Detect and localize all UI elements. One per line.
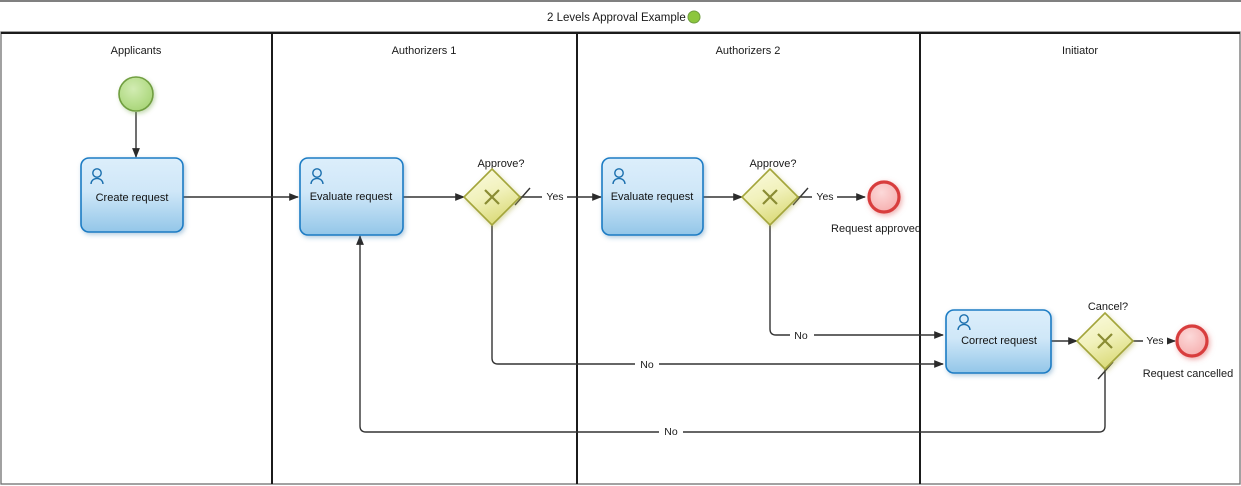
exclusive-gateway-x-icon xyxy=(762,189,778,205)
flow-label-no-2: No xyxy=(794,330,808,342)
task-create-request-label: Create request xyxy=(96,192,169,204)
lane-title-applicants: Applicants xyxy=(111,45,162,57)
default-flow-marker-approve-1 xyxy=(514,187,531,206)
task-evaluate-request-1-box[interactable] xyxy=(299,157,404,236)
start-event-circle[interactable] xyxy=(118,76,154,112)
diagram-title: 2 Levels Approval Example xyxy=(547,12,686,24)
gateway-cancel[interactable]: Cancel? xyxy=(1075,301,1135,371)
flow-label-no-1: No xyxy=(640,359,654,371)
exclusive-gateway-x-icon xyxy=(484,189,500,205)
flow-approve-2-no xyxy=(769,225,944,339)
task-evaluate-request-1[interactable]: Evaluate request xyxy=(299,157,404,236)
end-event-request-approved[interactable]: Request approved xyxy=(831,180,921,235)
end-event-request-cancelled-circle[interactable] xyxy=(1175,324,1209,358)
pool-boundary xyxy=(0,31,1241,485)
flow-label-bg-yes-3 xyxy=(1143,333,1167,348)
lane-title-authorizers-1: Authorizers 1 xyxy=(392,45,457,57)
flow-label-yes-3: Yes xyxy=(1146,335,1163,347)
end-event-request-approved-label: Request approved xyxy=(831,223,921,235)
gateway-approve-1[interactable]: Approve? xyxy=(462,158,525,227)
end-event-request-cancelled[interactable]: Request cancelled xyxy=(1143,324,1234,380)
exclusive-gateway-x-icon xyxy=(1097,333,1113,349)
user-task-icon xyxy=(310,168,324,185)
flow-label-no-3: No xyxy=(664,426,678,438)
end-event-request-approved-circle[interactable] xyxy=(867,180,901,214)
task-evaluate-request-2-label: Evaluate request xyxy=(611,191,694,203)
flow-label-bg-no-3 xyxy=(659,424,683,439)
flow-label-bg-yes-2 xyxy=(812,189,837,204)
user-task-icon xyxy=(90,168,104,185)
task-correct-request-label: Correct request xyxy=(961,335,1037,347)
lane-title-initiator: Initiator xyxy=(1062,45,1098,57)
flow-label-bg-yes-1 xyxy=(542,189,567,204)
task-correct-request-box[interactable] xyxy=(945,309,1052,374)
default-flow-marker-cancel xyxy=(1097,361,1114,380)
lane-title-authorizers-2: Authorizers 2 xyxy=(716,45,781,57)
gateway-approve-2-label: Approve? xyxy=(749,158,796,170)
start-event[interactable] xyxy=(118,76,154,112)
gateway-approve-2[interactable]: Approve? xyxy=(740,158,800,227)
gateway-cancel-label: Cancel? xyxy=(1088,301,1128,313)
task-evaluate-request-1-label: Evaluate request xyxy=(310,191,393,203)
task-evaluate-request-2-box[interactable] xyxy=(601,157,704,236)
flow-approve-1-no xyxy=(491,225,944,368)
flow-label-yes-1: Yes xyxy=(546,191,563,203)
green-circle-icon xyxy=(687,10,701,24)
task-correct-request[interactable]: Correct request xyxy=(945,309,1052,374)
user-task-icon xyxy=(957,314,971,331)
task-create-request-box[interactable] xyxy=(80,157,184,233)
flow-label-yes-2: Yes xyxy=(816,191,833,203)
flow-label-bg-no-1 xyxy=(635,357,659,372)
flow-cancel-no-loopback xyxy=(356,235,1106,433)
user-task-icon xyxy=(612,168,626,185)
flow-label-bg-no-2 xyxy=(790,328,814,343)
end-event-request-cancelled-label: Request cancelled xyxy=(1143,368,1234,380)
gateway-approve-1-label: Approve? xyxy=(477,158,524,170)
default-flow-marker-approve-2 xyxy=(792,187,809,206)
task-evaluate-request-2[interactable]: Evaluate request xyxy=(601,157,704,236)
task-create-request[interactable]: Create request xyxy=(80,157,184,233)
